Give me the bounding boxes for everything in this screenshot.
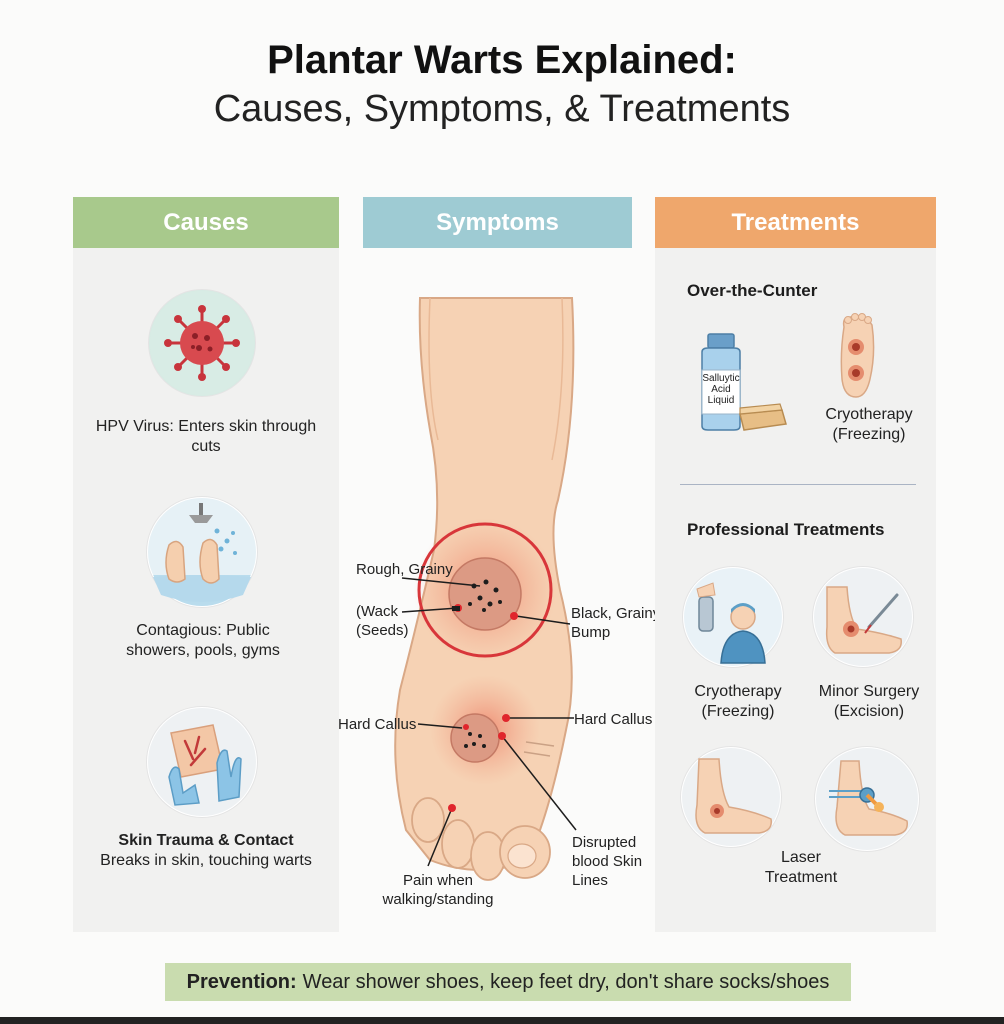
- symptom-disrupted-label: Disrupted blood Skin Lines: [572, 834, 643, 889]
- professional-heading: Professional Treatments: [687, 520, 885, 539]
- foot-sole-icon: [840, 313, 875, 398]
- cause-contagious-label: Contagious: Public showers, pools, gyms: [126, 622, 280, 659]
- page-title: Plantar Warts Explained:: [267, 38, 737, 82]
- salicylic-bottle-icon: [701, 333, 787, 431]
- scalpel-foot-icon: [813, 567, 913, 667]
- foot-illustration: [394, 297, 577, 881]
- symptoms-header: Symptoms: [363, 197, 632, 248]
- symptoms-panel: Symptoms: [363, 197, 632, 932]
- laser-foot-icon: [815, 747, 919, 851]
- causes-header: Causes: [73, 197, 339, 248]
- symptom-rough-label: Rough, Grainy: [356, 561, 453, 578]
- prevention-title: Prevention:: [186, 970, 297, 993]
- otc-heading: Over-the-Cunter: [687, 281, 818, 300]
- symptom-callus-right-label: Hard Callus: [574, 711, 653, 728]
- treatments-divider: [680, 484, 916, 485]
- cause-hpv-label: HPV Virus: Enters skin through cuts: [95, 418, 317, 455]
- prevention-banner: Prevention: Wear shower shoes, keep feet…: [165, 963, 851, 1001]
- prevention-text: Wear shower shoes, keep feet dry, don't …: [302, 970, 830, 993]
- pro-surgery-label: Minor Surgery (Excision): [818, 683, 920, 720]
- gloves-skin-icon: [147, 707, 257, 817]
- symptom-seeds-label: (Wack (Seeds): [356, 603, 409, 639]
- otc-cryotherapy-label: Cryotherapy (Freezing): [825, 406, 913, 443]
- treatments-header: Treatments: [655, 197, 936, 248]
- foot-wart-icon: [681, 747, 781, 847]
- pro-cryotherapy-label: Cryotherapy (Freezing): [694, 683, 782, 720]
- bottle-label: Salluytic Acid Liquid: [702, 373, 740, 406]
- symptom-callus-left-label: Hard Callus: [338, 716, 417, 733]
- laser-treatment-label: Laser Treatment: [764, 849, 838, 886]
- bottom-bar: [0, 1017, 1004, 1024]
- virus-icon: [149, 290, 255, 396]
- symptom-pain-label: Pain when walking/standing: [382, 872, 494, 908]
- doctor-spray-icon: [683, 567, 783, 667]
- page-subtitle: Causes, Symptoms, & Treatments: [213, 88, 791, 130]
- shower-feet-icon: [147, 497, 257, 607]
- symptom-bump-label: Black, Grainy Bump: [571, 605, 661, 641]
